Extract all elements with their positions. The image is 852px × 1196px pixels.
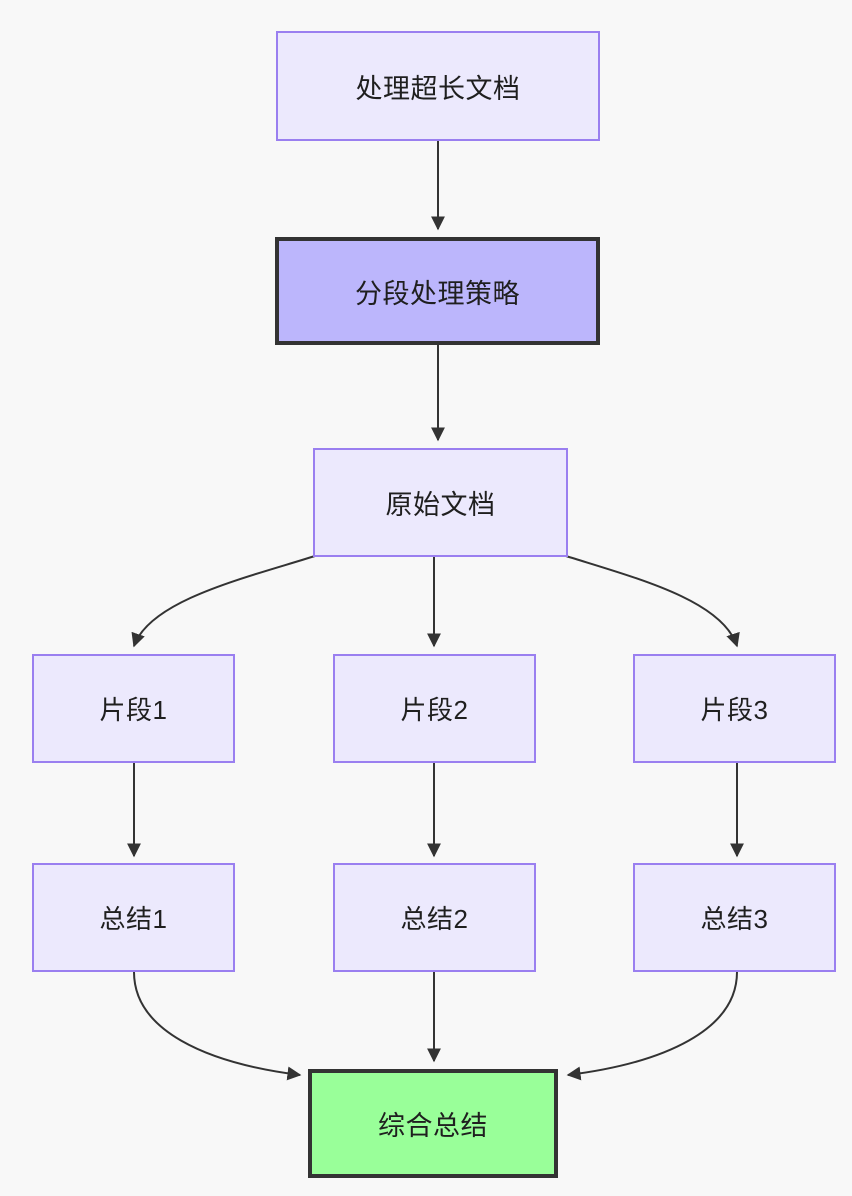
node-summary-1[interactable]: 总结1 bbox=[32, 863, 235, 972]
node-comprehensive-summary[interactable]: 综合总结 bbox=[308, 1069, 558, 1178]
edge-n3-n4 bbox=[131, 555, 316, 648]
node-chunking-strategy[interactable]: 分段处理策略 bbox=[275, 237, 600, 345]
node-label: 总结2 bbox=[400, 904, 469, 934]
node-label: 分段处理策略 bbox=[355, 278, 520, 309]
node-label: 原始文档 bbox=[385, 490, 496, 520]
node-process-long-document[interactable]: 处理超长文档 bbox=[276, 31, 600, 141]
node-original-document[interactable]: 原始文档 bbox=[313, 448, 568, 557]
node-fragment-2[interactable]: 片段2 bbox=[333, 654, 536, 763]
edge-n7-n10 bbox=[133, 971, 302, 1081]
node-summary-2[interactable]: 总结2 bbox=[333, 863, 536, 972]
node-fragment-3[interactable]: 片段3 bbox=[633, 654, 836, 763]
node-label: 总结3 bbox=[700, 904, 769, 934]
node-label: 处理超长文档 bbox=[355, 73, 521, 104]
node-label: 片段3 bbox=[700, 695, 769, 725]
node-fragment-1[interactable]: 片段1 bbox=[32, 654, 235, 763]
edge-n9-n10 bbox=[566, 971, 738, 1081]
node-summary-3[interactable]: 总结3 bbox=[633, 863, 836, 972]
node-label: 总结1 bbox=[99, 904, 168, 934]
node-label: 片段2 bbox=[400, 695, 469, 725]
node-label: 综合总结 bbox=[378, 1111, 488, 1141]
node-label: 片段1 bbox=[99, 695, 168, 725]
edge-n3-n6 bbox=[565, 555, 740, 648]
